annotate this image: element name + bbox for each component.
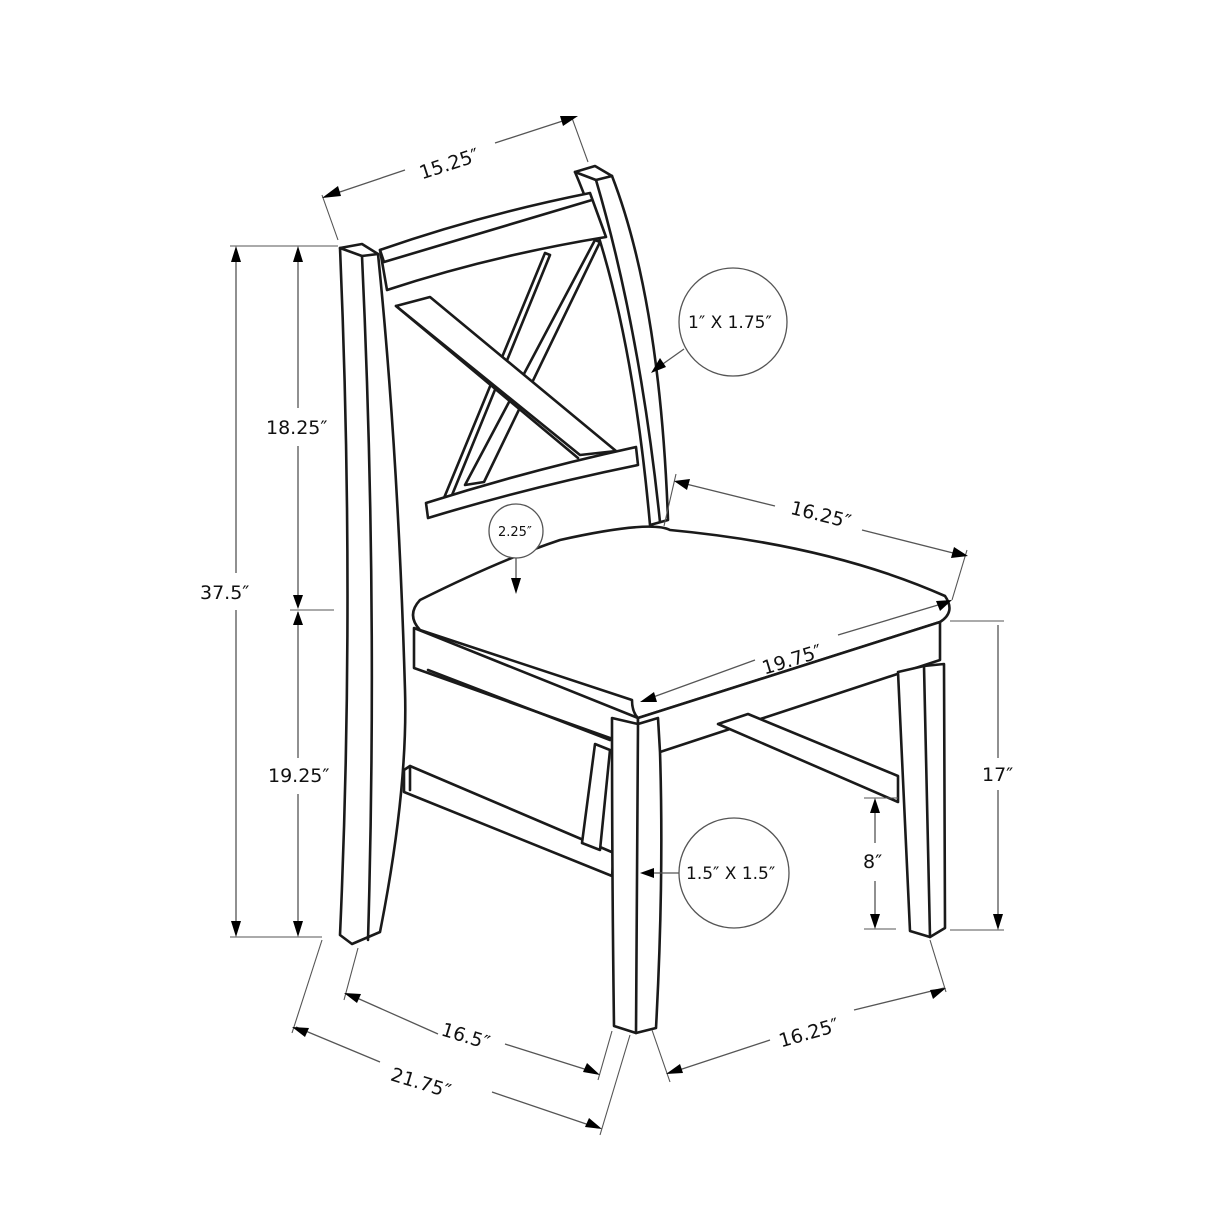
label-apron-height: 17″: [982, 764, 1013, 786]
left-back-post: [338, 242, 407, 946]
side-stretcher: [402, 742, 616, 878]
rear-right-leg: [896, 662, 947, 939]
lower-back-rail: [424, 445, 640, 520]
label-seat-thickness: 2.25″: [498, 525, 532, 540]
label-overall-depth: 21.75″: [388, 1064, 453, 1103]
right-back-post: [573, 164, 670, 527]
x-back-slats: [394, 238, 618, 502]
label-leg-span-front: 16.25″: [776, 1014, 841, 1052]
label-seat-depth-top: 16.25″: [788, 497, 853, 533]
rear-stretcher: [716, 712, 900, 804]
label-overall-height: 37.5″: [200, 582, 249, 604]
label-back-width: 15.25″: [417, 144, 482, 184]
seat: [411, 525, 951, 720]
label-leg-size: 1.5″ X 1.5″: [686, 864, 775, 884]
label-back-height: 18.25″: [266, 417, 328, 439]
front-leg: [610, 716, 663, 1035]
label-seat-height: 19.25″: [268, 765, 330, 787]
label-leg-span-side: 16.5″: [439, 1019, 493, 1054]
top-back-rail: [378, 191, 608, 292]
label-back-post-size: 1″ X 1.75″: [688, 313, 772, 333]
chair-drawing: [338, 164, 951, 1035]
dimension-lines: [230, 116, 1004, 1136]
label-stretcher-height: 8″: [863, 851, 882, 873]
